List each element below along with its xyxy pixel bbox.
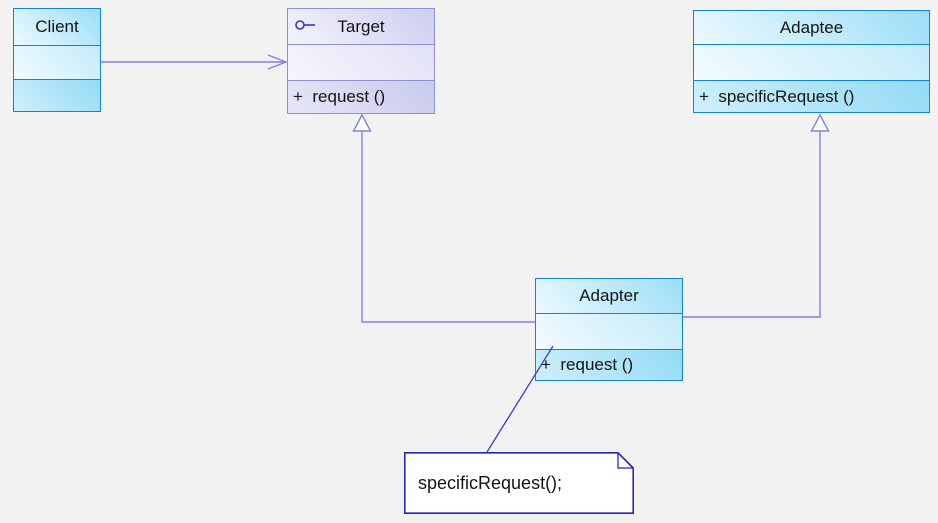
- class-box-adapter: Adapter + request (): [535, 278, 683, 381]
- open-arrowhead-icon: [267, 54, 288, 70]
- class-title-adaptee: Adaptee: [694, 11, 929, 44]
- class-methods-client: [14, 79, 100, 111]
- class-attributes-target: [288, 44, 434, 80]
- class-box-target: Target + request (): [287, 8, 435, 114]
- class-methods-target: + request (): [288, 80, 434, 113]
- class-attributes-adapter: [536, 313, 682, 349]
- note-text: specificRequest();: [418, 472, 563, 493]
- class-title-target: Target: [288, 9, 434, 44]
- class-title-target-label: Target: [337, 16, 385, 36]
- interface-lollipop-icon: [295, 20, 315, 30]
- hollow-triangle-icon-adaptee: [810, 113, 830, 132]
- class-attributes-client: [14, 45, 100, 79]
- hollow-triangle-icon-target: [352, 113, 372, 132]
- class-box-client: Client: [13, 8, 101, 112]
- class-attributes-adaptee: [694, 44, 929, 80]
- class-title-adapter: Adapter: [536, 279, 682, 313]
- class-methods-adapter: + request (): [536, 349, 682, 380]
- class-box-adaptee: Adaptee + specificRequest (): [693, 10, 930, 113]
- class-title-client: Client: [14, 9, 100, 45]
- class-methods-adaptee: + specificRequest (): [694, 80, 929, 112]
- generalization-line-adapter-adaptee: [683, 131, 821, 318]
- generalization-line-adapter-target: [361, 131, 535, 323]
